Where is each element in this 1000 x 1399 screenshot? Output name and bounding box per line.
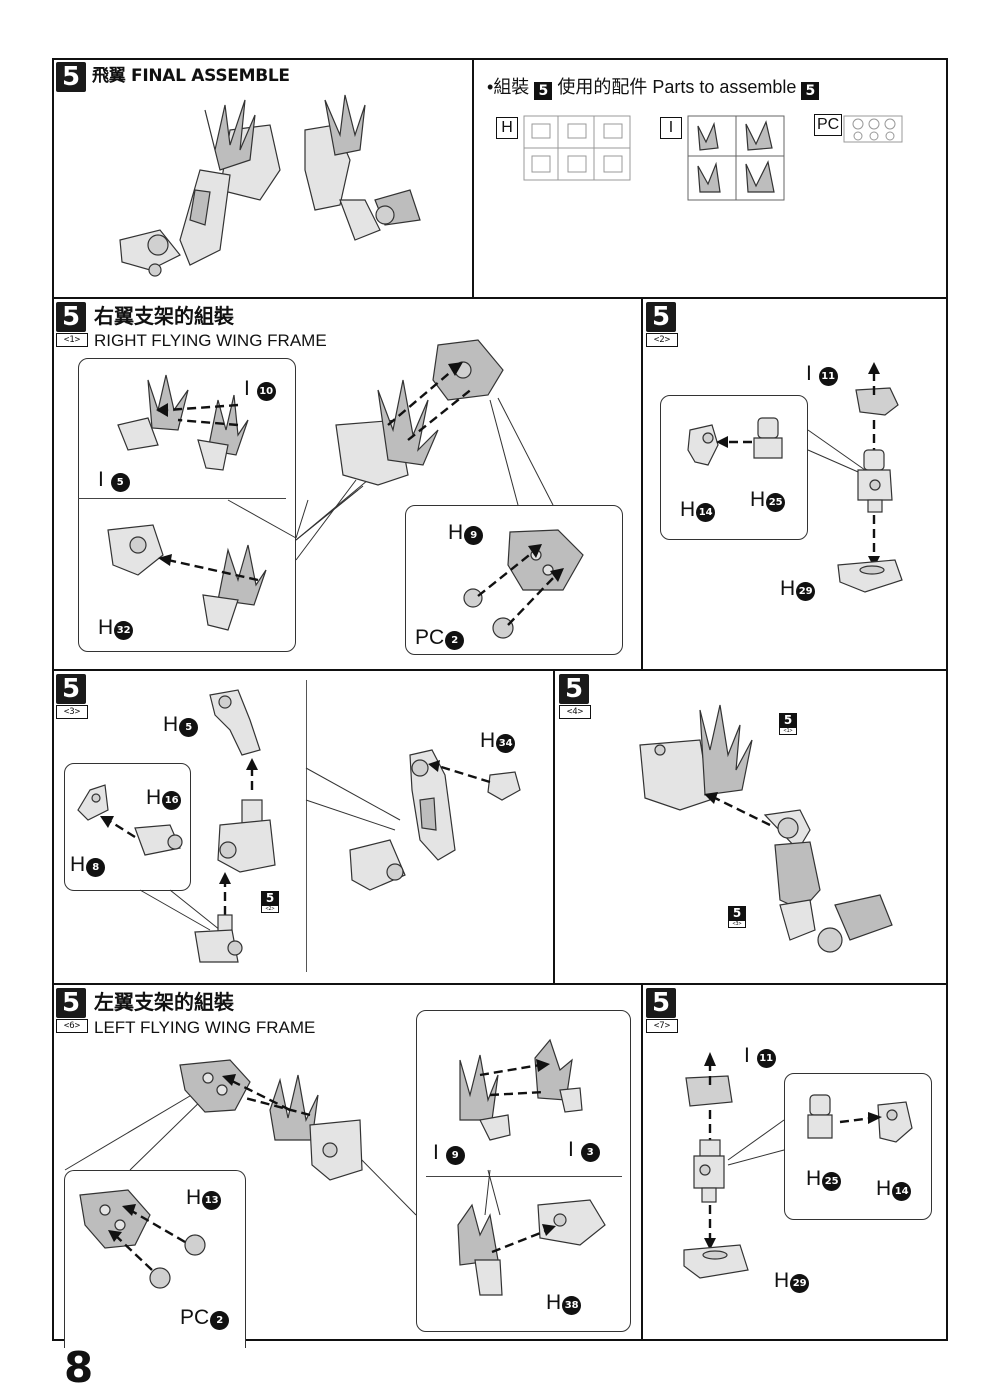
divider bbox=[426, 1176, 622, 1177]
panel-title-cn: 右翼支架的組裝 bbox=[94, 304, 234, 328]
divider bbox=[52, 669, 948, 671]
substep-tag: <2> bbox=[646, 333, 678, 347]
runner-i-illustration bbox=[687, 115, 785, 201]
runner-tag-i: I bbox=[660, 117, 682, 139]
page-number: 8 bbox=[64, 1343, 94, 1392]
right-wing-illustration bbox=[107, 339, 584, 639]
left-wing-illustration bbox=[64, 1038, 606, 1296]
part-label-i9: I 9 bbox=[433, 1140, 465, 1166]
substep-tag: <4> bbox=[559, 705, 591, 719]
substep-tag: <6> bbox=[56, 1019, 88, 1033]
substep-tag: <7> bbox=[646, 1019, 678, 1033]
step-number: 5 bbox=[646, 988, 676, 1018]
divider bbox=[306, 680, 307, 972]
substep-tag: <1> bbox=[56, 333, 88, 347]
runner-pc-illustration bbox=[843, 115, 903, 143]
panel-title-cn: 左翼支架的組裝 bbox=[94, 990, 234, 1014]
step-reference: 5<2> bbox=[261, 891, 279, 913]
divider bbox=[472, 58, 474, 298]
part-label-i10: I 10 bbox=[244, 376, 276, 402]
runner-tag-pc: PC bbox=[814, 114, 842, 136]
step-number: 5 bbox=[56, 988, 86, 1018]
panel-title-en: RIGHT FLYING WING FRAME bbox=[94, 331, 327, 350]
part-label-i3: I 3 bbox=[568, 1137, 600, 1163]
parts-mid: 使用的配件 Parts to assemble bbox=[557, 77, 797, 97]
step-number: 5 bbox=[559, 674, 589, 704]
divider bbox=[78, 498, 286, 499]
part-label-i5: I 5 bbox=[98, 467, 130, 493]
callout-box bbox=[660, 395, 808, 540]
page-frame bbox=[52, 58, 948, 1341]
runner-tag-h: H bbox=[496, 117, 518, 139]
step-title: 飛翼 FINAL ASSEMBLE bbox=[92, 66, 290, 86]
step-number: 5 bbox=[646, 302, 676, 332]
divider bbox=[52, 297, 948, 299]
step-reference: 5<3> bbox=[728, 906, 746, 928]
divider bbox=[52, 983, 948, 985]
callout-box bbox=[78, 358, 296, 652]
callout-box bbox=[405, 505, 623, 655]
part-label-i11: I 11 bbox=[806, 361, 838, 387]
substep-2-illustration bbox=[687, 362, 903, 593]
part-label-i11: I 11 bbox=[744, 1043, 776, 1069]
step-number: 5 bbox=[56, 302, 86, 332]
divider bbox=[641, 983, 643, 1341]
parts-note: •組裝 5 使用的配件 Parts to assemble 5 bbox=[487, 76, 820, 100]
final-assembly-illustration bbox=[119, 94, 421, 277]
step-reference: 5<1> bbox=[779, 713, 797, 735]
substep-7-illustration bbox=[683, 1052, 913, 1279]
panel-title-en: LEFT FLYING WING FRAME bbox=[94, 1018, 316, 1037]
substep-3-illustration bbox=[77, 689, 521, 963]
divider bbox=[641, 297, 643, 670]
parts-step-box: 5 bbox=[534, 82, 553, 100]
parts-step-box-2: 5 bbox=[801, 82, 820, 100]
step-number: 5 bbox=[56, 674, 86, 704]
parts-prefix: 組裝 bbox=[493, 77, 530, 97]
divider bbox=[553, 669, 555, 984]
runner-h-illustration bbox=[523, 115, 631, 181]
substep-4-illustration bbox=[639, 704, 893, 953]
step-number: 5 bbox=[56, 62, 86, 92]
substep-tag: <3> bbox=[56, 705, 88, 719]
callout-box bbox=[416, 1010, 631, 1332]
